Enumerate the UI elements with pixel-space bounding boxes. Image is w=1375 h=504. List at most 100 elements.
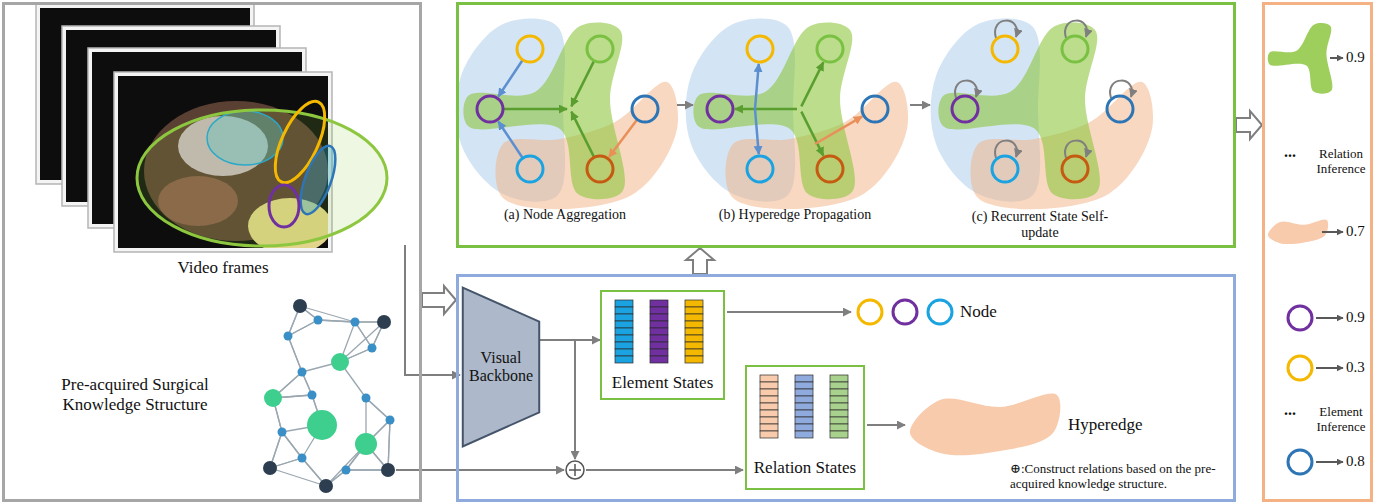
step-arrow — [677, 104, 693, 106]
state-vector — [830, 382, 848, 389]
score-value: 0.7 — [1346, 223, 1365, 240]
node-symbol — [992, 36, 1018, 62]
node-symbol — [747, 156, 773, 182]
state-vector — [685, 307, 703, 314]
graph-edge — [355, 322, 372, 348]
message-arrow — [498, 60, 522, 97]
graph-edge — [300, 306, 355, 322]
region-annotation — [269, 185, 299, 227]
graph-node — [298, 368, 307, 377]
graph-node — [331, 353, 349, 371]
score-arrow — [1322, 231, 1343, 233]
state-vector — [760, 382, 778, 389]
ellipsis: ... — [1284, 401, 1296, 419]
graph-edge — [318, 320, 355, 322]
message-arrow — [801, 112, 823, 156]
block-label: Visual Backbone — [464, 349, 538, 386]
graph-node — [263, 461, 277, 475]
graph-node — [342, 466, 351, 475]
state-vector — [650, 356, 668, 363]
state-vector — [795, 375, 813, 382]
node-symbol — [928, 300, 952, 324]
graph-edge — [366, 398, 390, 420]
message-arrow — [571, 112, 594, 158]
state-vector — [760, 389, 778, 396]
feature-branch — [574, 340, 576, 459]
graph-edge — [388, 420, 390, 470]
graph-node — [355, 433, 377, 455]
message-arrow — [755, 109, 759, 154]
state-vector — [795, 431, 813, 438]
node-symbol — [517, 36, 543, 62]
score-value: 0.9 — [1346, 309, 1365, 326]
score-value: 0.9 — [1346, 49, 1365, 66]
state-vector — [760, 396, 778, 403]
state-vector — [760, 375, 778, 382]
graph-edge — [388, 420, 390, 470]
state-vector — [650, 300, 668, 307]
state-vector — [685, 328, 703, 335]
graph-edge — [318, 320, 355, 322]
state-vector — [795, 382, 813, 389]
state-vector — [685, 335, 703, 342]
trapezoid-outline — [463, 288, 539, 447]
score-arrow — [1316, 367, 1343, 369]
state-vector — [685, 342, 703, 349]
state-vector — [615, 349, 633, 356]
state-vector — [830, 403, 848, 410]
flow-arrow — [1236, 111, 1262, 139]
panel-caption: Pre-acquired Surgical Knowledge Structur… — [25, 375, 245, 414]
state-vector — [760, 410, 778, 417]
message-arrow — [755, 64, 759, 109]
state-vector — [795, 403, 813, 410]
message-arrow — [503, 108, 567, 111]
message-arrow — [498, 121, 522, 158]
state-vector — [650, 307, 668, 314]
backbone-block: Visual Backbone — [462, 286, 540, 448]
message-arrow — [571, 61, 594, 107]
node-symbol — [517, 156, 543, 182]
step-arrow — [910, 104, 930, 106]
step-caption: (c) Recurrent State Self-update — [960, 209, 1120, 241]
node-symbol — [1062, 156, 1088, 182]
hyperedge-region — [938, 23, 1100, 200]
state-vector — [685, 356, 703, 363]
state-vector — [830, 417, 848, 424]
graph-node — [264, 389, 282, 407]
region-annotation — [137, 110, 387, 246]
output-label: Node — [960, 302, 997, 322]
graph-edge — [282, 432, 302, 458]
step-caption: (b) Hyperedge Propagation — [719, 207, 871, 223]
step-caption: (a) Node Aggregation — [504, 207, 626, 223]
knowledge-graph — [263, 299, 395, 493]
hyperedge-region — [463, 23, 625, 200]
hypergraph-panel: (a) Node Aggregation (b) Hyperedge Propag… — [456, 2, 1236, 248]
graph-edge — [288, 320, 318, 336]
combine-symbol — [569, 464, 581, 476]
graph-node — [319, 479, 333, 493]
footnote: ⊕:Construct relations based on the pre-a… — [1010, 462, 1232, 492]
state-vector — [830, 410, 848, 417]
node-symbol — [1288, 450, 1312, 474]
state-vector — [830, 375, 848, 382]
state-vector — [795, 424, 813, 431]
node-symbol — [587, 36, 613, 62]
node-symbol — [707, 96, 733, 122]
state-vector — [830, 431, 848, 438]
state-vector — [760, 403, 778, 410]
state-vector — [760, 431, 778, 438]
input-line — [405, 245, 460, 375]
state-box: Element States — [600, 290, 725, 400]
hypergraph — [931, 18, 1153, 209]
state-vector — [830, 424, 848, 431]
graph-edge — [288, 336, 302, 372]
graph-edge — [355, 322, 372, 348]
state-vector — [650, 314, 668, 321]
message-arrow — [609, 119, 637, 157]
box-label: Relation States — [754, 458, 856, 478]
state-box: Relation States — [745, 365, 865, 490]
state-vector — [760, 417, 778, 424]
node-symbol — [992, 156, 1018, 182]
state-vector — [830, 396, 848, 403]
